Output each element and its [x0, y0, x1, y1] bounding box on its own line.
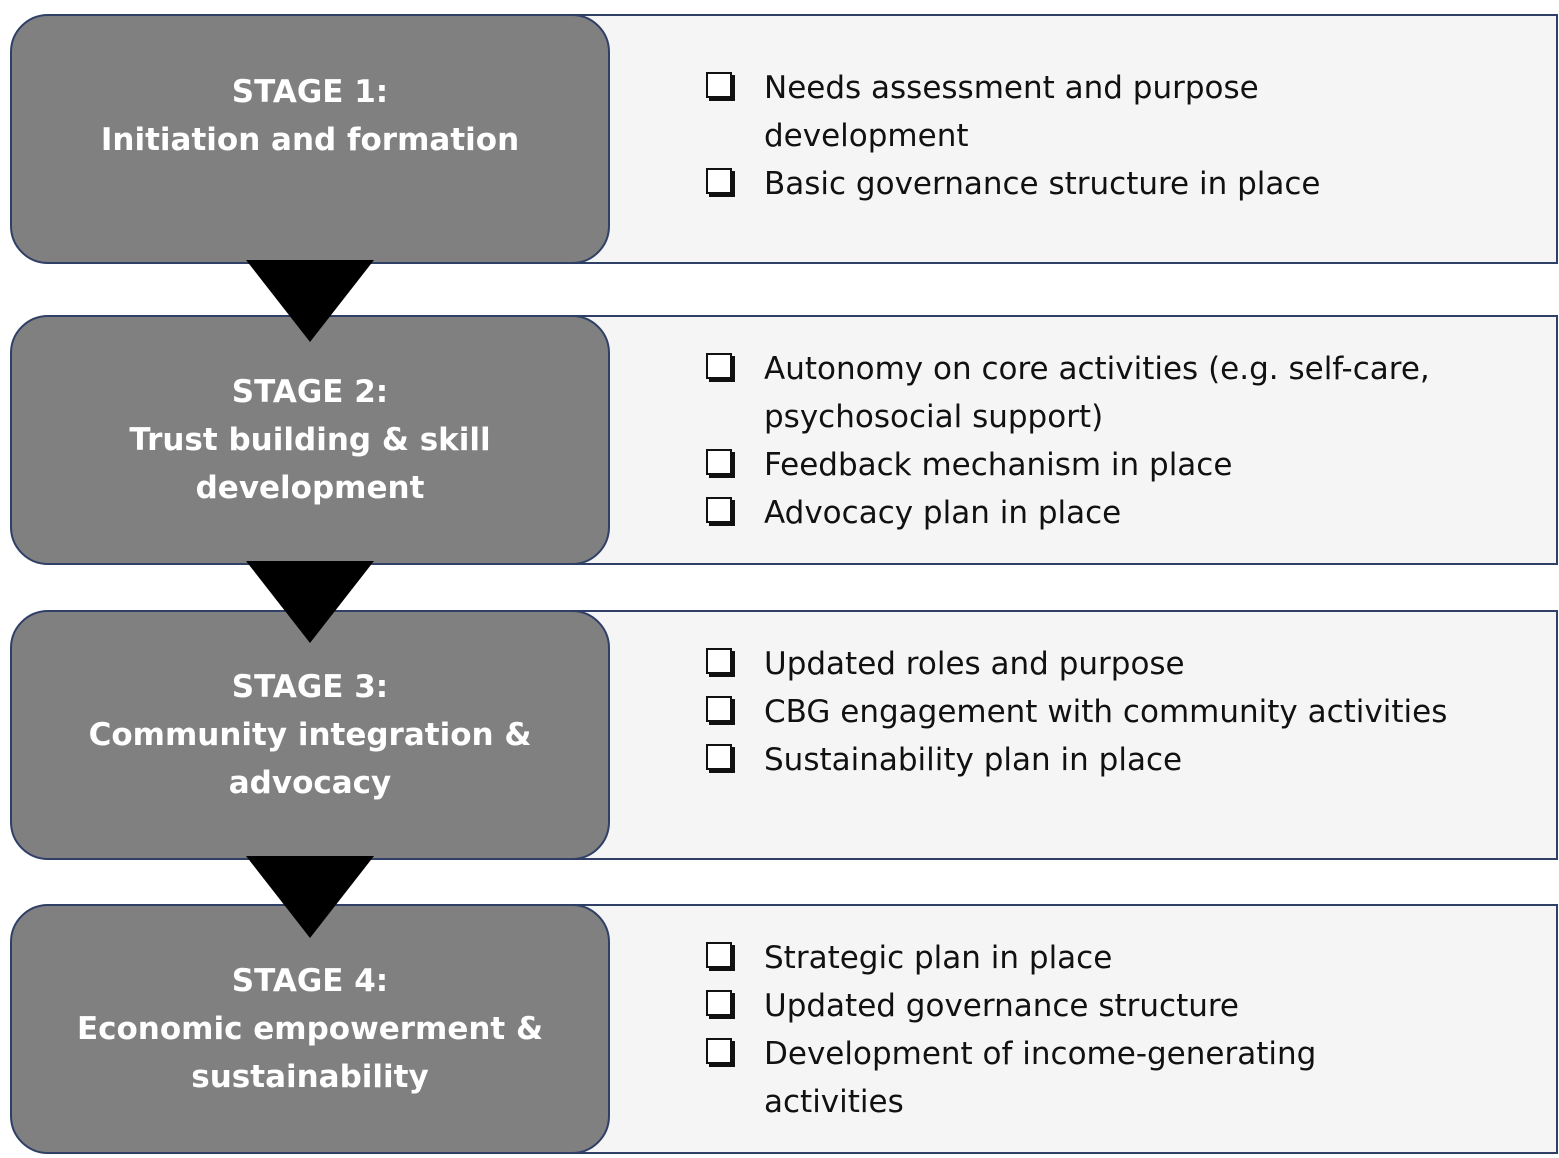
checkbox-icon: [706, 648, 732, 674]
checkbox-icon: [706, 353, 732, 379]
stage-row-3: Updated roles and purpose CBG engagement…: [0, 610, 1559, 860]
checklist-item: Updated governance structure: [706, 982, 1454, 1030]
stage-4-box: STAGE 4: Economic empowerment & sustaina…: [10, 904, 610, 1154]
stage-2-title: STAGE 2:: [231, 374, 389, 410]
checklist-item: Sustainability plan in place: [706, 736, 1454, 784]
checkbox-icon: [706, 168, 732, 194]
checkbox-icon: [706, 449, 732, 475]
checklist-item: Development of income-generating activit…: [706, 1030, 1454, 1126]
stage-2-checklist: Autonomy on core activities (e.g. self-c…: [706, 345, 1454, 537]
checkbox-icon: [706, 942, 732, 968]
stage-4-subtitle-line-1: Economic empowerment &: [76, 1011, 544, 1047]
stage-row-2: Autonomy on core activities (e.g. self-c…: [0, 315, 1559, 565]
checklist-item: Needs assessment and purpose development: [706, 64, 1454, 160]
stage-4-title: STAGE 4:: [231, 963, 389, 999]
checkbox-icon: [706, 696, 732, 722]
checkbox-icon: [706, 72, 732, 98]
stage-4-subtitle-line-2: sustainability: [191, 1059, 429, 1095]
down-arrow-icon: [246, 856, 374, 938]
stage-4-checklist: Strategic plan in place Updated governan…: [706, 934, 1454, 1126]
stage-1-checklist: Needs assessment and purpose development…: [706, 64, 1454, 208]
stage-3-subtitle-line-1: Community integration &: [88, 717, 532, 753]
checklist-item: Feedback mechanism in place: [706, 441, 1454, 489]
stage-row-1: Needs assessment and purpose development…: [0, 14, 1559, 264]
checkbox-icon: [706, 497, 732, 523]
checklist-item: Advocacy plan in place: [706, 489, 1454, 537]
stage-2-box: STAGE 2: Trust building & skill developm…: [10, 315, 610, 565]
stage-1-box: STAGE 1: Initiation and formation: [10, 14, 610, 264]
down-arrow-icon: [246, 561, 374, 643]
checklist-item: Updated roles and purpose: [706, 640, 1454, 688]
checkbox-icon: [706, 1038, 732, 1064]
checkbox-icon: [706, 990, 732, 1016]
checklist-item: Autonomy on core activities (e.g. self-c…: [706, 345, 1454, 441]
stage-3-subtitle-line-2: advocacy: [228, 765, 392, 801]
down-arrow-icon: [246, 260, 374, 342]
stage-2-subtitle-line-2: development: [195, 470, 425, 506]
stage-1-subtitle: Initiation and formation: [100, 122, 520, 158]
stage-3-title: STAGE 3:: [231, 669, 389, 705]
checklist-item: CBG engagement with community activities: [706, 688, 1454, 736]
stage-1-title: STAGE 1:: [231, 74, 389, 110]
checkbox-icon: [706, 744, 732, 770]
checklist-item: Basic governance structure in place: [706, 160, 1454, 208]
stage-3-box: STAGE 3: Community integration & advocac…: [10, 610, 610, 860]
checklist-item: Strategic plan in place: [706, 934, 1454, 982]
stage-row-4: Strategic plan in place Updated governan…: [0, 904, 1559, 1154]
stage-3-checklist: Updated roles and purpose CBG engagement…: [706, 640, 1454, 784]
stage-2-subtitle-line-1: Trust building & skill: [129, 422, 491, 458]
